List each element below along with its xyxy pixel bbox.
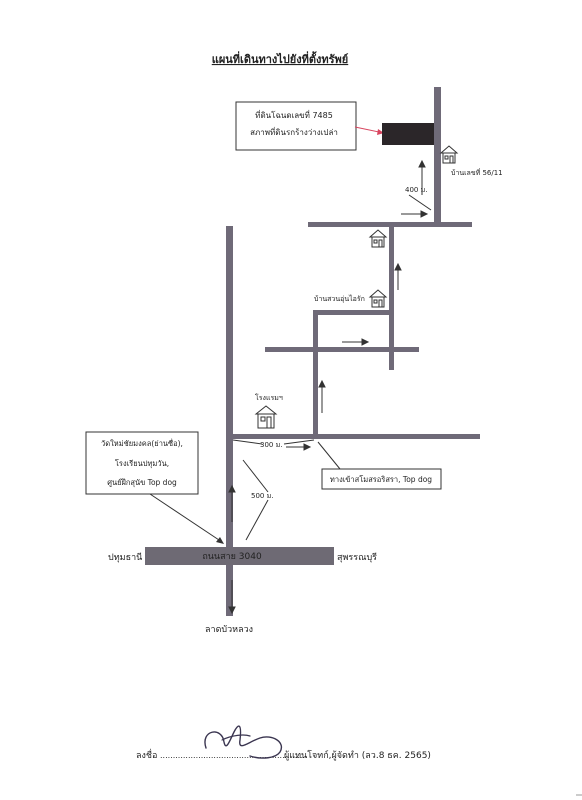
- hotel-label: โรงแรมฯ: [255, 393, 283, 402]
- property-deed-label: ที่ดินโฉนดเลขที่ 7485: [255, 109, 333, 120]
- entrance-callout: ทางเข้าสโมสรอริสรา, Top dog: [321, 468, 442, 490]
- pathum-thani-label: ปทุมธานี: [108, 552, 142, 563]
- property-callout: ที่ดินโฉนดเลขที่ 7485 สภาพที่ดินรกร้างว่…: [235, 101, 357, 151]
- house-garden-icon: [368, 289, 388, 308]
- school-label: โรงเรียนปทุมวัน,: [115, 459, 169, 468]
- house-56-label: บ้านเลขที่ 56/11: [451, 168, 503, 177]
- house-56-icon: [439, 145, 459, 164]
- temple-callout: วัดใหม่ชัยมงคล(ย่านซื่อ), โรงเรียนปทุมวั…: [85, 431, 199, 495]
- signature-dots: ........................................…: [160, 751, 308, 760]
- highway-3040: [145, 547, 334, 565]
- hotel-icon: [254, 405, 278, 429]
- road-horizontal-lower: [265, 347, 419, 352]
- temple-pointer-line: [149, 493, 223, 543]
- distance-500m: 500 ม.: [251, 492, 273, 500]
- property-plot: [382, 123, 434, 145]
- road-soi-horizontal-mid: [313, 310, 393, 315]
- distance-300m: 300 ม.: [260, 441, 282, 449]
- signature-prefix: ลงชื่อ: [136, 748, 157, 761]
- temple-label: วัดใหม่ชัยมงคล(ย่านซื่อ),: [101, 438, 183, 448]
- distance-400m: 400 ม.: [405, 186, 427, 194]
- highway-3040-label: ถนนสาย 3040: [202, 552, 262, 562]
- house-upper-icon: [368, 229, 388, 248]
- property-status-label: สภาพที่ดินรกร้างว่างเปล่า: [250, 126, 338, 137]
- lat-bua-luang-label: ลาดบัวหลวง: [205, 625, 253, 635]
- direction-arrows: [228, 159, 429, 615]
- road-soi-vertical-right: [389, 222, 394, 370]
- entrance-label: ทางเข้าสโมสรอริสรา, Top dog: [330, 475, 432, 484]
- road-main-access: [228, 434, 480, 439]
- suphanburi-label: สุพรรณบุรี: [337, 552, 377, 563]
- road-long-vertical: [226, 226, 233, 616]
- road-network: [226, 87, 480, 616]
- dog-training-label: ศูนย์ฝึกสุนัข Top dog: [107, 478, 177, 487]
- road-north-vertical: [434, 87, 441, 227]
- entrance-pointer-line: [317, 441, 341, 470]
- house-garden-label: บ้านสวนอุ่นไอรัก: [314, 294, 365, 303]
- road-soi-vertical-left: [313, 310, 318, 438]
- map-title: แผนที่เดินทางไปยังที่ตั้งทรัพย์: [212, 51, 348, 66]
- signature-caption: ผู้แทนโจทก์,ผู้จัดทำ (ลว.8 ธค. 2565): [284, 749, 431, 761]
- handwritten-signature: [204, 725, 283, 759]
- distance-markers: [232, 194, 432, 541]
